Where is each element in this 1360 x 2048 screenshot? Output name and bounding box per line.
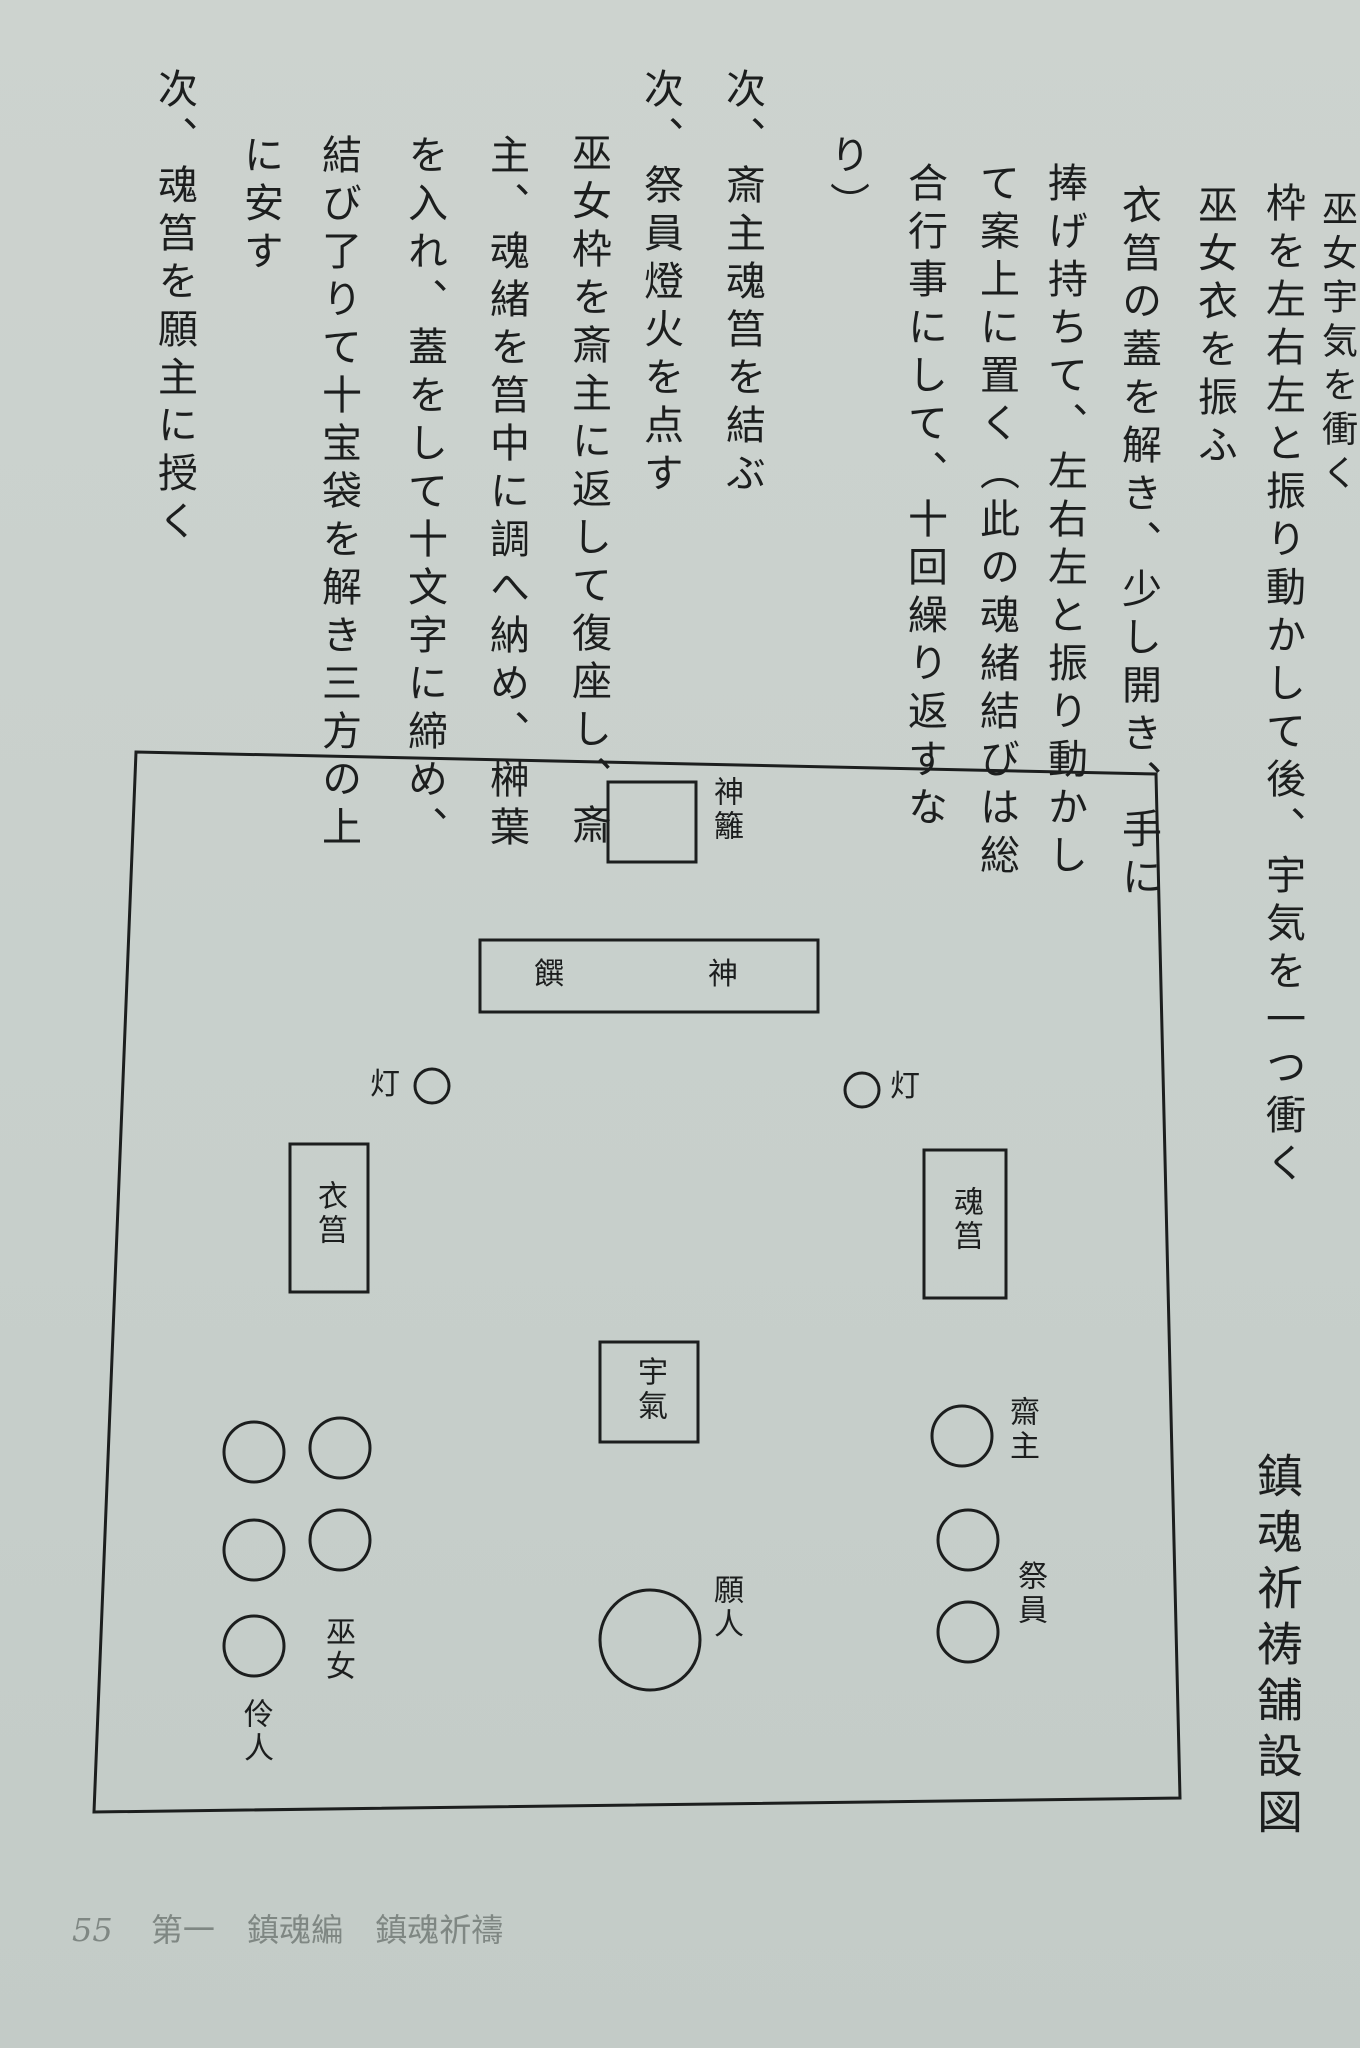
miko-circle-2: [308, 1508, 372, 1572]
text-column-8: り）: [823, 134, 869, 230]
ukefune-label: 宇氣: [632, 1356, 667, 1424]
himorogi-box: [606, 780, 698, 864]
saishu-label: 齋主: [1004, 1396, 1039, 1464]
miko-circle-1: [308, 1416, 372, 1480]
lamp-left-circle: [413, 1067, 451, 1105]
himorogi-label: 神籬: [708, 776, 743, 844]
footer-section: 鎮魂祈禱: [375, 1911, 504, 1949]
text-column-2: 枠を左右左と振り動かして後、宇気を一つ衝く: [1259, 182, 1305, 1190]
ukefune-box: [598, 1340, 700, 1444]
text-column-13: を入れ、蓋をして十文字に締め、: [401, 134, 447, 854]
text-column-5: 捧げ持ちて、左右左と振り動かし: [1041, 162, 1087, 882]
lamp-right-label: 灯: [890, 1069, 920, 1104]
footer-part: 第一: [150, 1911, 215, 1949]
soul-box-label: 魂筥: [948, 1186, 983, 1254]
text-column-3: 巫女衣を振ふ: [1191, 184, 1237, 472]
text-column-12: 主、魂緒を筥中に調へ納め、榊葉: [483, 134, 529, 854]
page-footer: 55 第一 鎮魂編 鎮魂祈禱: [72, 1905, 525, 1951]
reijin-label: 伶人: [238, 1698, 273, 1766]
saishu-circle: [930, 1404, 994, 1468]
saiin-circle-1: [936, 1508, 1000, 1572]
text-column-10: 次、祭員燈火を点す: [637, 68, 683, 500]
diagram-frame: [92, 750, 1182, 1814]
text-column-4: 衣筥の蓋を解き、少し開き、手に: [1115, 184, 1161, 904]
text-column-6: て案上に置く（此の魂緒結びは総: [973, 162, 1019, 882]
shinsen-table: [478, 938, 820, 1014]
text-column-14: 結び了りて十宝袋を解き三方の上: [315, 134, 361, 854]
text-column-7: 合行事にして、十回繰り返すな: [901, 162, 947, 834]
ganjin-label: 願人: [708, 1574, 743, 1642]
footer-volume: 鎮魂編: [247, 1911, 344, 1949]
text-column-11: 巫女枠を斎主に返して復座し、斎: [565, 132, 611, 852]
lamp-left-label: 灯: [370, 1067, 400, 1102]
robe-box: [288, 1142, 370, 1294]
reijin-circle-1: [222, 1420, 286, 1484]
page-number: 55: [72, 1911, 113, 1949]
soul-box: [922, 1148, 1008, 1300]
shinsen-label-right: 神: [708, 957, 738, 992]
reijin-circle-3: [222, 1614, 286, 1678]
lamp-right-circle: [843, 1071, 881, 1109]
text-column-16: 次、魂筥を願主に授く: [151, 68, 197, 548]
miko-label: 巫女: [320, 1616, 355, 1684]
shinsen-label-left: 饌: [534, 957, 564, 992]
text-column-9: 次、斎主魂筥を結ぶ: [719, 68, 765, 500]
ganjin-circle: [598, 1588, 702, 1692]
text-column-1: 巫女宇気を衝く: [1316, 190, 1357, 498]
saiin-circle-2: [936, 1600, 1000, 1664]
saiin-label: 祭員: [1012, 1560, 1047, 1628]
reijin-circle-2: [222, 1518, 286, 1582]
diagram-caption: 鎮魂祈祷舗設図: [1250, 1452, 1304, 1844]
text-column-15: に安す: [237, 134, 283, 278]
robe-box-label: 衣筥: [312, 1180, 347, 1248]
